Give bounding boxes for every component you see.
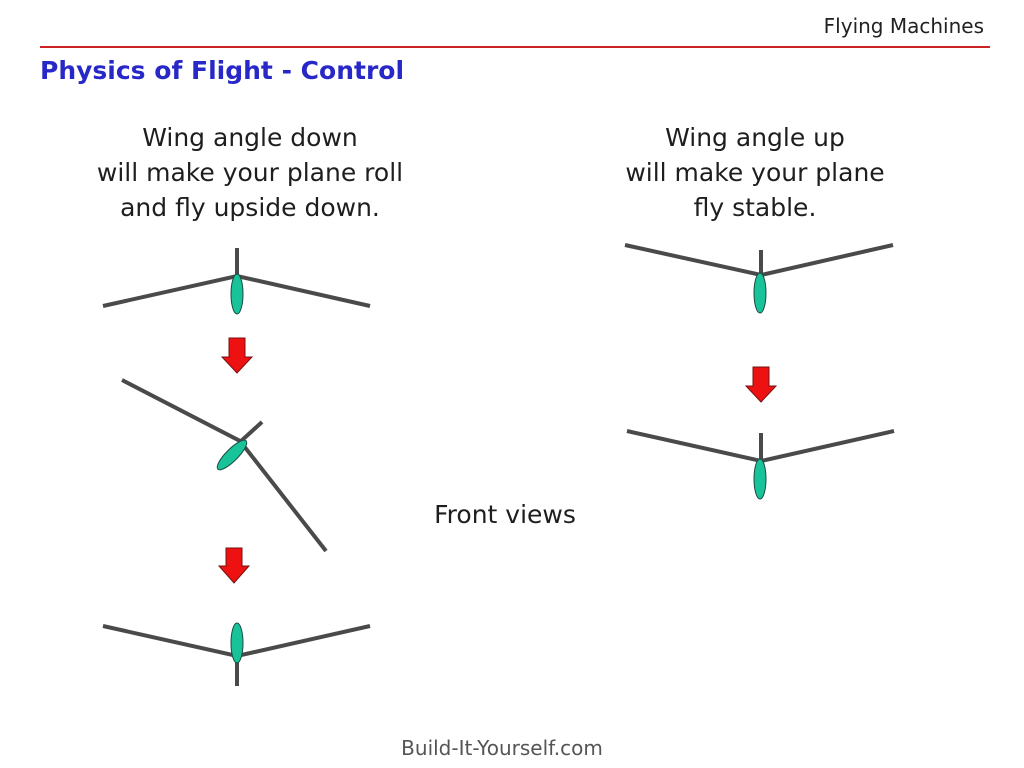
down-arrow [217, 547, 251, 584]
fuselage [230, 622, 244, 664]
tail-fin [238, 420, 264, 444]
left-caption: Wing angle down will make your plane rol… [60, 120, 440, 225]
fuselage [753, 458, 767, 500]
right-caption-line-2: will make your plane [625, 158, 885, 187]
plane-anhedral-rolling [121, 378, 328, 553]
deck-title: Flying Machines [823, 14, 984, 38]
left-caption-line-1: Wing angle down [142, 123, 358, 152]
plane-dihedral-stable [626, 429, 895, 500]
right-caption-line-1: Wing angle up [665, 123, 845, 152]
down-arrow [220, 337, 254, 374]
plane-upside-down [102, 622, 371, 686]
right-caption: Wing angle up will make your plane fly s… [570, 120, 940, 225]
footer-site: Build-It-Yourself.com [401, 736, 603, 760]
header-rule [40, 46, 990, 48]
page-title: Physics of Flight - Control [40, 56, 405, 85]
right-caption-line-3: fly stable. [693, 193, 817, 222]
front-views-label: Front views [434, 500, 576, 529]
left-caption-line-3: and fly upside down. [120, 193, 380, 222]
fuselage [230, 273, 244, 315]
fuselage [216, 439, 248, 471]
left-caption-line-2: will make your plane roll [96, 158, 404, 187]
down-arrow [744, 366, 778, 403]
plane-dihedral [624, 243, 894, 314]
fuselage [753, 272, 767, 314]
plane-anhedral-level [102, 248, 371, 315]
